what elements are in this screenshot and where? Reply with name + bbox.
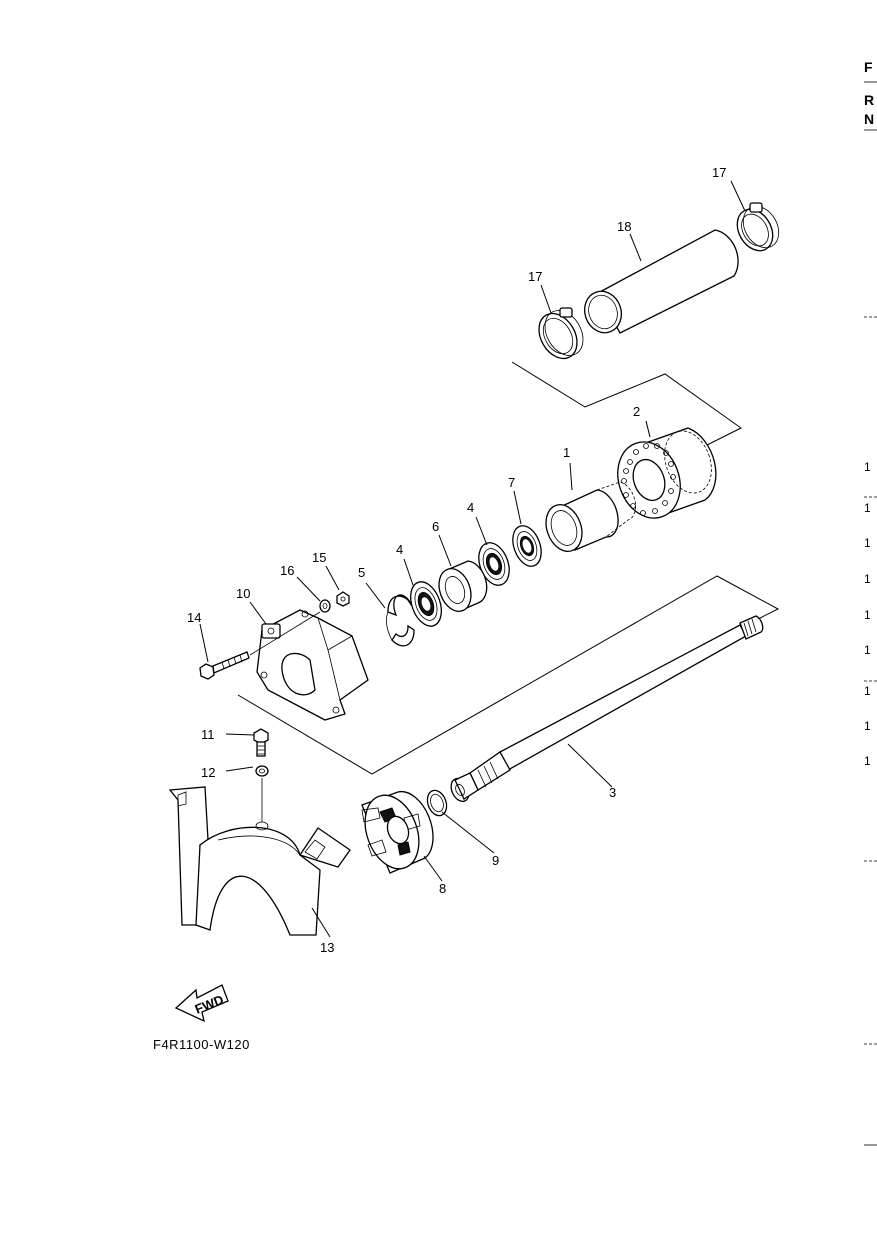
callout-15: 15 [312,550,326,565]
callout-1: 1 [563,445,570,460]
callout-6: 6 [432,519,439,534]
edge-digit-4: 1 [864,572,871,586]
edge-digit-7: 1 [864,684,871,698]
callout-7: 7 [508,475,515,490]
callout-12: 12 [201,765,215,780]
edge-digit-9: 1 [864,754,871,768]
callout-labels: 1 2 3 4 4 5 6 7 8 9 10 11 12 13 14 15 16… [187,165,726,955]
circlip-part-5 [386,594,415,647]
edge-letter-1: F [864,59,873,75]
edge-letter-3: N [864,111,875,127]
bolt-part-11 [253,728,269,757]
callout-18: 18 [617,219,631,234]
edge-digit-1: 1 [864,460,871,474]
callout-2: 2 [633,404,640,419]
washer-part-16 [319,599,331,613]
edge-digit-8: 1 [864,719,871,733]
figure-code: F4R1100-W120 [153,1037,250,1052]
duct-part-2 [617,427,717,519]
shaft-guard-part-13 [168,786,351,936]
nut-part-15 [336,591,350,607]
callout-4b: 4 [396,542,403,557]
drive-shaft-part-3 [450,615,764,803]
edge-digit-6: 1 [864,643,871,657]
edge-letter-2: R [864,92,875,108]
bearing-holder-part-10 [256,609,369,721]
callout-11: 11 [201,727,215,742]
callout-10: 10 [236,586,250,601]
oil-seal-part-4b [410,581,442,627]
callout-3: 3 [609,785,616,800]
right-edge-column [864,81,877,1146]
spacer-part-9 [426,789,448,817]
hose-part-18 [583,229,739,334]
hose-clamp-part-17a [538,307,584,360]
callout-8: 8 [439,881,446,896]
edge-digit-3: 1 [864,536,871,550]
leader-lines [199,180,746,938]
edge-digit-5: 1 [864,608,871,622]
bearing-housing-part-1 [545,481,637,552]
fwd-label: FWD [193,992,226,1017]
coupler-part-8 [361,790,434,874]
hose-clamp-part-17b [736,202,780,252]
callout-17a: 17 [528,269,542,284]
oil-seal-part-7 [512,525,542,567]
bearing-part-6 [438,560,488,612]
washer-part-12 [255,765,269,822]
callout-5: 5 [358,565,365,580]
bolt-part-14 [199,611,321,680]
edge-digit-2: 1 [864,501,871,515]
callout-17b: 17 [712,165,726,180]
hose-group-frame [511,361,742,447]
callout-14: 14 [187,610,201,625]
fwd-arrow-icon: FWD [174,984,229,1023]
callout-13: 13 [320,940,334,955]
callout-9: 9 [492,853,499,868]
shaft-group-frame [237,575,780,775]
callout-4a: 4 [467,500,474,515]
callout-16: 16 [280,563,294,578]
